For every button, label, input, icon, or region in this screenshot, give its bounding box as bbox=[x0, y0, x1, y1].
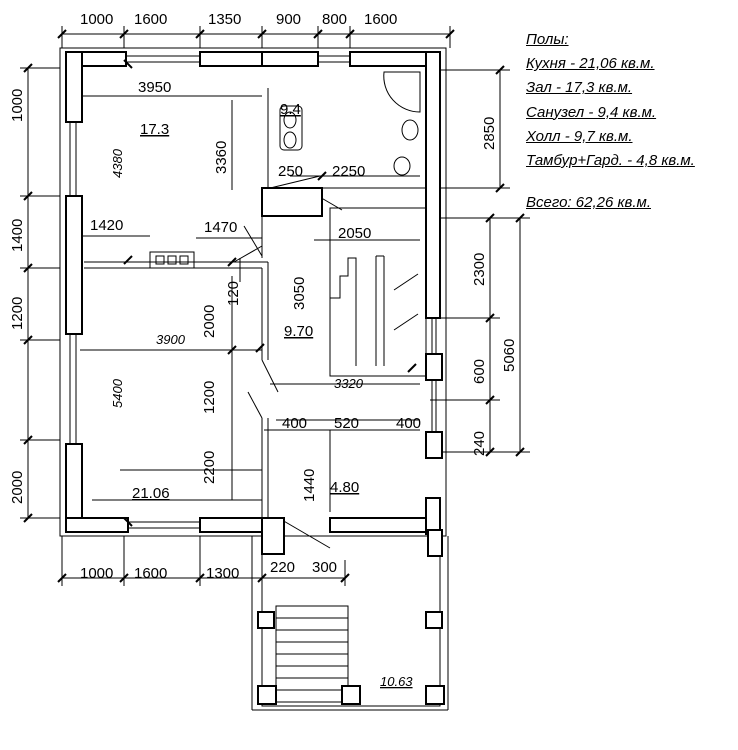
dim-inner-1440: 1440 bbox=[301, 469, 318, 502]
room-area-porch: 10.63 bbox=[380, 674, 413, 689]
dim-left-2: 1400 bbox=[9, 219, 26, 252]
dim-inner-3950: 3950 bbox=[138, 79, 171, 96]
dim-right-4: 240 bbox=[471, 431, 488, 456]
dim-inner-5400: 5400 bbox=[110, 378, 125, 408]
room-area-bath: 9.4 bbox=[280, 101, 301, 118]
dim-top-4: 900 bbox=[276, 11, 301, 28]
dim-inner-3320: 3320 bbox=[334, 376, 364, 391]
dim-left-1: 1000 bbox=[9, 89, 26, 122]
dim-bottom-2: 1600 bbox=[134, 565, 167, 582]
dim-inner-3050: 3050 bbox=[291, 277, 308, 310]
dim-inner-520: 520 bbox=[334, 415, 359, 432]
legend-item: Зал - 17,3 кв.м. bbox=[526, 79, 633, 97]
dim-top-3: 1350 bbox=[208, 11, 241, 28]
dim-inner-400-a: 400 bbox=[282, 415, 307, 432]
legend-item: Холл - 9,7 кв.м. bbox=[526, 127, 633, 145]
dim-porch-2: 300 bbox=[312, 559, 337, 576]
area-legend: Полы: Кухня - 21,06 кв.м. Зал - 17,3 кв.… bbox=[526, 28, 695, 173]
dim-inner-400-b: 400 bbox=[396, 415, 421, 432]
room-area-corridor: 9.70 bbox=[284, 323, 313, 340]
legend-item: Тамбур+Гард. - 4,8 кв.м. bbox=[526, 152, 695, 170]
dim-inner-2000: 2000 bbox=[201, 305, 218, 338]
dim-right-5: 5060 bbox=[501, 339, 518, 372]
room-area-hall: 17.3 bbox=[140, 121, 169, 138]
dim-right-1: 2850 bbox=[481, 117, 498, 150]
dim-porch-1: 220 bbox=[270, 559, 295, 576]
legend-item: Санузел - 9,4 кв.м. bbox=[526, 103, 657, 121]
dim-inner-3900: 3900 bbox=[156, 332, 186, 347]
room-area-vestibule: 4.80 bbox=[330, 479, 359, 496]
dim-inner-250: 250 bbox=[278, 163, 303, 180]
room-area-kitchen: 21.06 bbox=[132, 485, 170, 502]
dim-left-4: 2000 bbox=[9, 471, 26, 504]
dim-left-3: 1200 bbox=[9, 297, 26, 330]
dim-right-2: 2300 bbox=[471, 253, 488, 286]
dim-top-5: 800 bbox=[322, 11, 347, 28]
dim-bottom-3: 1300 bbox=[206, 565, 239, 582]
dim-inner-2200: 2200 bbox=[201, 451, 218, 484]
legend-item: Кухня - 21,06 кв.м. bbox=[526, 55, 655, 73]
dim-top-1: 1000 bbox=[80, 11, 113, 28]
dim-inner-2050: 2050 bbox=[338, 225, 371, 242]
dim-inner-120: 120 bbox=[225, 281, 242, 306]
dim-inner-1470: 1470 bbox=[204, 219, 237, 236]
dim-right-3: 600 bbox=[471, 359, 488, 384]
dim-inner-1420: 1420 bbox=[90, 217, 123, 234]
dim-bottom-1: 1000 bbox=[80, 565, 113, 582]
dim-inner-1200: 1200 bbox=[201, 381, 218, 414]
dim-inner-2250: 2250 bbox=[332, 163, 365, 180]
dim-top-6: 1600 bbox=[364, 11, 397, 28]
dim-top-2: 1600 bbox=[134, 11, 167, 28]
legend-title: Полы: bbox=[526, 31, 569, 48]
dim-inner-4380: 4380 bbox=[110, 148, 125, 178]
dim-inner-3360: 3360 bbox=[213, 141, 230, 174]
legend-total: Всего: 62,26 кв.м. bbox=[526, 194, 651, 211]
